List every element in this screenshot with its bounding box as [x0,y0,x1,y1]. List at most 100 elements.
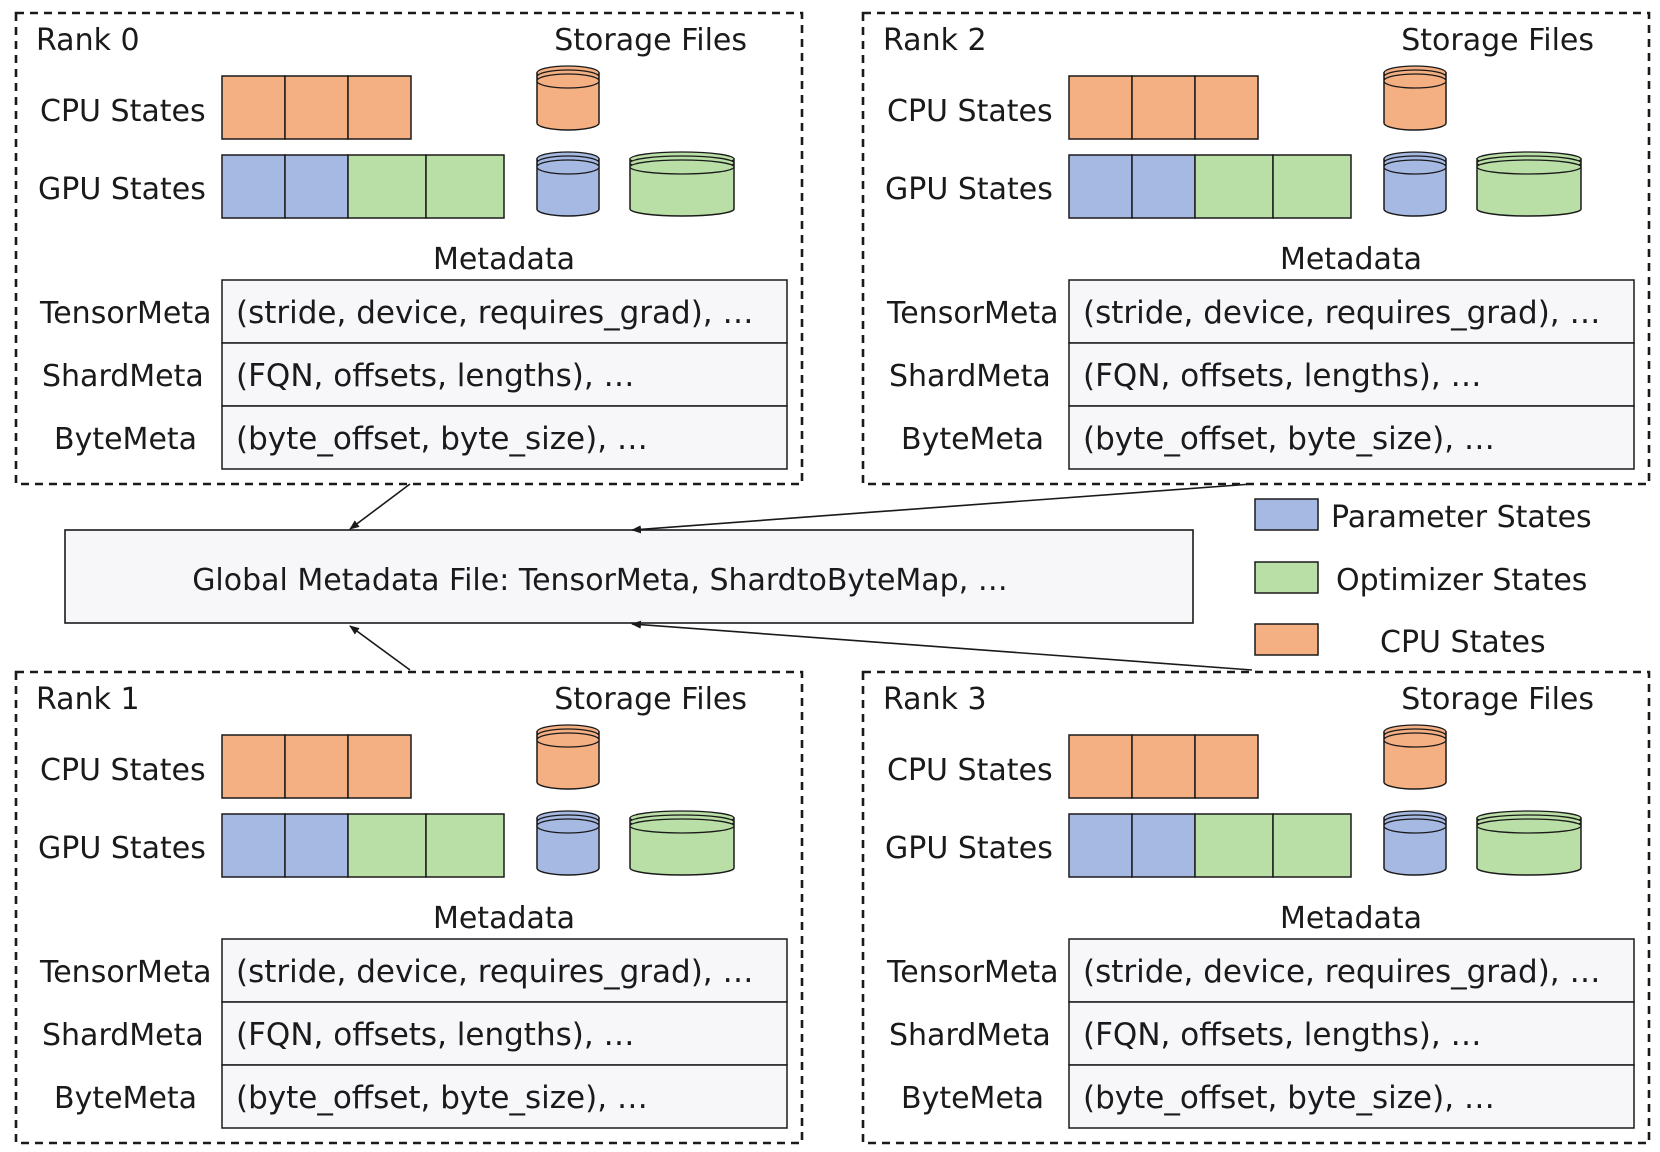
metadata-row: ShardMeta (FQN, offsets, lengths), … [889,1001,1635,1066]
optimizer-storage-file-icon [629,151,735,217]
storage-files-label: Storage Files [554,682,747,717]
cpu-storage-file-icon [536,65,600,131]
metadata-row-value: (byte_offset, byte_size), … [236,421,648,457]
parameter-state-cell [284,154,349,219]
metadata-row-label: ShardMeta [889,1018,1051,1053]
rank-border [861,670,1651,1145]
metadata-row-value: (FQN, offsets, lengths), … [236,358,635,394]
metadata-row: ByteMeta (byte_offset, byte_size), … [54,405,788,470]
optimizer-storage-file-icon [1476,810,1582,876]
legend-item-cpu: CPU States [1254,623,1546,660]
gpu-state-cells [1068,154,1352,219]
legend-swatch-cpu [1254,623,1319,656]
metadata-cell [221,1001,788,1066]
gpu-states-label: GPU States [38,831,206,866]
metadata-row-value: (byte_offset, byte_size), … [236,1080,648,1116]
cpu-state-cell [1068,75,1133,140]
metadata-cell [221,405,788,470]
metadata-row-label: ByteMeta [901,1081,1044,1116]
metadata-cell [1068,1064,1635,1129]
cpu-storage-file-icon [1383,65,1447,131]
metadata-row: TensorMeta(stride, device, requires_grad… [886,279,1635,344]
metadata-cell [1068,342,1635,407]
arrow-rank3-to-global [631,620,1253,671]
cpu-state-cells [221,75,412,140]
storage-files-label: Storage Files [1401,23,1594,58]
gpu-states-label: GPU States [885,831,1053,866]
metadata-cell [221,1064,788,1129]
metadata-row-label: ShardMeta [42,359,204,394]
metadata-row-value: (stride, device, requires_grad), … [236,954,754,990]
cpu-states-label: CPU States [887,753,1053,788]
parameter-state-cell [221,154,286,219]
cpu-state-cell [1131,734,1196,799]
metadata-row: TensorMeta (stride, device, requires_grad… [39,279,788,344]
metadata-row-label: TensorMeta [39,955,212,990]
optimizer-state-cell [425,154,505,219]
metadata-row-value: (byte_offset, byte_size), … [1083,421,1495,457]
cpu-state-cell [347,75,412,140]
cpu-states-label: CPU States [40,94,206,129]
storage-files-label: Storage Files [1401,682,1594,717]
metadata-row-label: ByteMeta [54,1081,197,1116]
metadata-table: TensorMeta (stride, device, requires_grad… [39,938,788,1129]
rank-border [861,11,1651,486]
metadata-row-label: ByteMeta [54,422,197,457]
parameter-storage-file-icon [536,810,600,876]
parameter-state-cell [1068,813,1133,878]
cpu-state-cells [221,734,412,799]
legend-swatch-parameter [1254,498,1319,531]
cpu-state-cell [1194,75,1259,140]
metadata-cell [1068,938,1635,1003]
optimizer-state-cell [1272,154,1352,219]
optimizer-state-cell [347,154,427,219]
metadata-table: TensorMeta(stride, device, requires_grad… [886,279,1635,470]
metadata-label: Metadata [433,242,575,277]
gpu-state-cells [1068,813,1352,878]
legend-swatch-optimizer [1254,561,1319,594]
cpu-state-cells [1068,75,1259,140]
metadata-cell [221,342,788,407]
cpu-states-label: CPU States [40,753,206,788]
metadata-row-label: ByteMeta [901,422,1044,457]
metadata-row-value: (FQN, offsets, lengths), … [1083,1017,1482,1053]
metadata-row: ByteMeta (byte_offset, byte_size), … [54,1064,788,1129]
cpu-state-cell [284,734,349,799]
cpu-state-cells [1068,734,1259,799]
metadata-label: Metadata [433,901,575,936]
metadata-row: TensorMeta (stride, device, requires_grad… [39,938,788,1003]
legend-label-cpu: CPU States [1380,625,1546,660]
metadata-cell [221,938,788,1003]
gpu-states-label: GPU States [885,172,1053,207]
rank-title: Rank 1 [36,682,140,717]
optimizer-state-cell [1272,813,1352,878]
metadata-row-label: ShardMeta [889,359,1051,394]
optimizer-storage-file-icon [1476,151,1582,217]
rank-title: Rank 3 [883,682,987,717]
metadata-row-value: (FQN, offsets, lengths), … [236,1017,635,1053]
metadata-cell [221,279,788,344]
gpu-state-cells [221,154,505,219]
cpu-storage-file-icon [536,724,600,790]
global-metadata-box: Global Metadata File: TensorMeta, Shardt… [64,529,1194,624]
legend-label-optimizer: Optimizer States [1336,563,1587,598]
rank-border [14,11,804,486]
parameter-state-cell [1131,813,1196,878]
cpu-state-cell [1068,734,1133,799]
metadata-label: Metadata [1280,242,1422,277]
metadata-row-label: TensorMeta [39,296,212,331]
metadata-row: ByteMeta (byte_offset, byte_size), … [901,405,1635,470]
arrow-rank0-to-global [349,483,411,530]
cpu-state-cell [221,734,286,799]
parameter-state-cell [221,813,286,878]
optimizer-state-cell [347,813,427,878]
metadata-table: TensorMeta (stride, device, requires_grad… [39,279,788,470]
metadata-cell [1068,405,1635,470]
metadata-row-value: (stride, device, requires_grad), … [236,295,754,331]
metadata-row: TensorMeta(stride, device, requires_grad… [886,938,1635,1003]
parameter-storage-file-icon [1383,810,1447,876]
storage-files-label: Storage Files [554,23,747,58]
